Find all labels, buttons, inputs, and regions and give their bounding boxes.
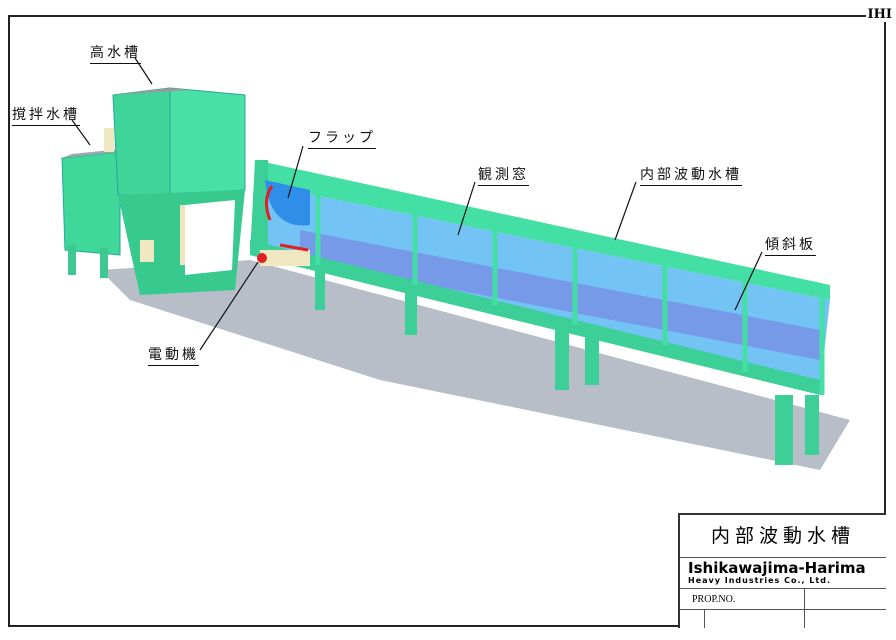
title-block-title: 内部波動水槽: [680, 515, 886, 558]
label-stirring-tank: 撹拌水槽: [12, 104, 80, 126]
stirring-tank: [61, 128, 130, 278]
motion-arrows: [265, 185, 309, 252]
label-motor: 電動機: [148, 344, 199, 366]
label-high-tank: 高水槽: [90, 42, 141, 64]
floor-shadow: [100, 260, 850, 470]
label-observation-window: 観測窓: [478, 164, 529, 186]
label-inclined-plate: 傾斜板: [765, 234, 816, 256]
prop-no-row: PROP.NO.: [680, 589, 886, 610]
wave-channel: [250, 160, 830, 465]
title-block: 内部波動水槽 Ishikawajima-Harima Heavy Industr…: [678, 513, 886, 628]
label-flap: フラップ: [308, 127, 376, 149]
label-internal-wave-tank: 内部波動水槽: [640, 164, 742, 186]
sheet-border: [8, 15, 886, 627]
blank-row: [680, 610, 886, 628]
company-subname: Heavy Industries Co., Ltd.: [688, 576, 831, 585]
leader-lines: [71, 57, 763, 351]
prop-no-label: PROP.NO.: [692, 594, 736, 605]
company-name: Ishikawajima-Harima: [688, 559, 866, 577]
high-tank: [112, 87, 246, 295]
motor: [257, 253, 267, 263]
title-block-company: Ishikawajima-Harima Heavy Industries Co.…: [680, 558, 886, 589]
ihi-logo: IHI: [865, 7, 894, 22]
